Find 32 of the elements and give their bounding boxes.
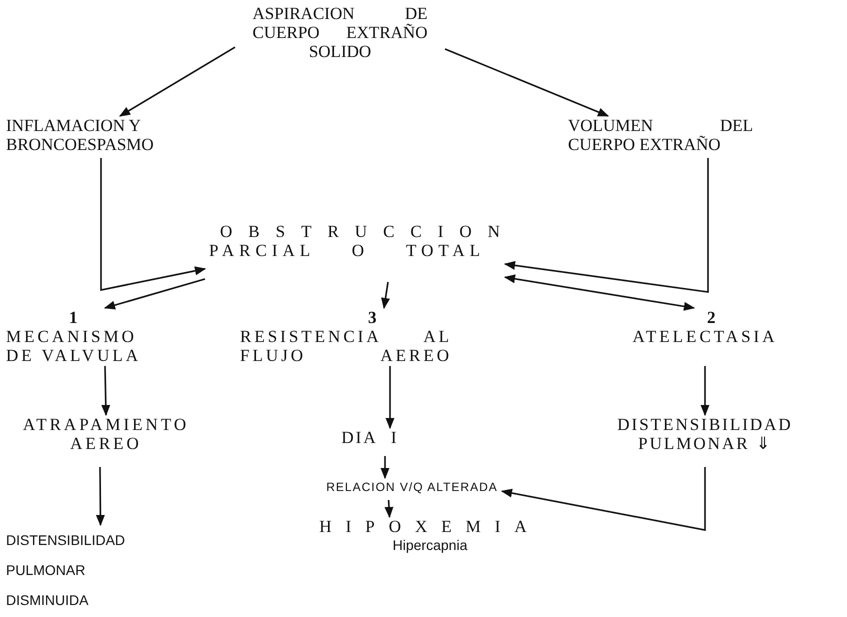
node-label: VOLUMEN DEL CUERPO EXTRAÑO bbox=[568, 116, 753, 154]
node-label: INFLAMACION Y BRONCOESPASMO bbox=[6, 116, 155, 154]
step-number: 1 bbox=[68, 308, 78, 327]
node-label: DIA I bbox=[340, 428, 400, 447]
node-label: HIPOXEMIA bbox=[318, 517, 542, 536]
node-label: ATRAPAMIENTO AEREO bbox=[22, 415, 190, 453]
arrow bbox=[100, 158, 206, 291]
arrow bbox=[504, 158, 709, 293]
arrow bbox=[101, 366, 110, 416]
node-label: ATELECTASIA bbox=[632, 327, 778, 346]
step-number: 2 bbox=[706, 308, 716, 327]
node-label: DISTENSIBILIDAD PULMONAR ⇓ bbox=[616, 415, 794, 453]
arrow bbox=[504, 274, 696, 311]
arrow bbox=[96, 467, 105, 526]
arrow bbox=[104, 278, 206, 310]
arrow bbox=[386, 366, 394, 430]
node-label: ASPIRACION DE CUERPO EXTRAÑO SOLIDO bbox=[252, 4, 428, 61]
node-label: MECANISMO DE VALVULA bbox=[6, 327, 142, 365]
node-label: RELACION V/Q ALTERADA bbox=[325, 479, 499, 496]
node-label: DISTENSIBILIDAD PULMONAR DISMINUIDA bbox=[6, 531, 126, 610]
arrow bbox=[500, 467, 706, 531]
arrow bbox=[700, 366, 710, 416]
arrow bbox=[384, 500, 394, 518]
arrow bbox=[381, 282, 390, 310]
node-label: Hipercapnia bbox=[392, 536, 468, 555]
node-label: RESISTENCIA AL FLUJO AEREO bbox=[240, 327, 452, 365]
arrow bbox=[119, 46, 236, 117]
node-label: OBSTRUCCION bbox=[219, 222, 505, 241]
arrow bbox=[444, 48, 610, 117]
arrow bbox=[380, 456, 390, 480]
node-label: PARCIAL O TOTAL bbox=[208, 241, 486, 260]
step-number: 3 bbox=[367, 308, 378, 327]
